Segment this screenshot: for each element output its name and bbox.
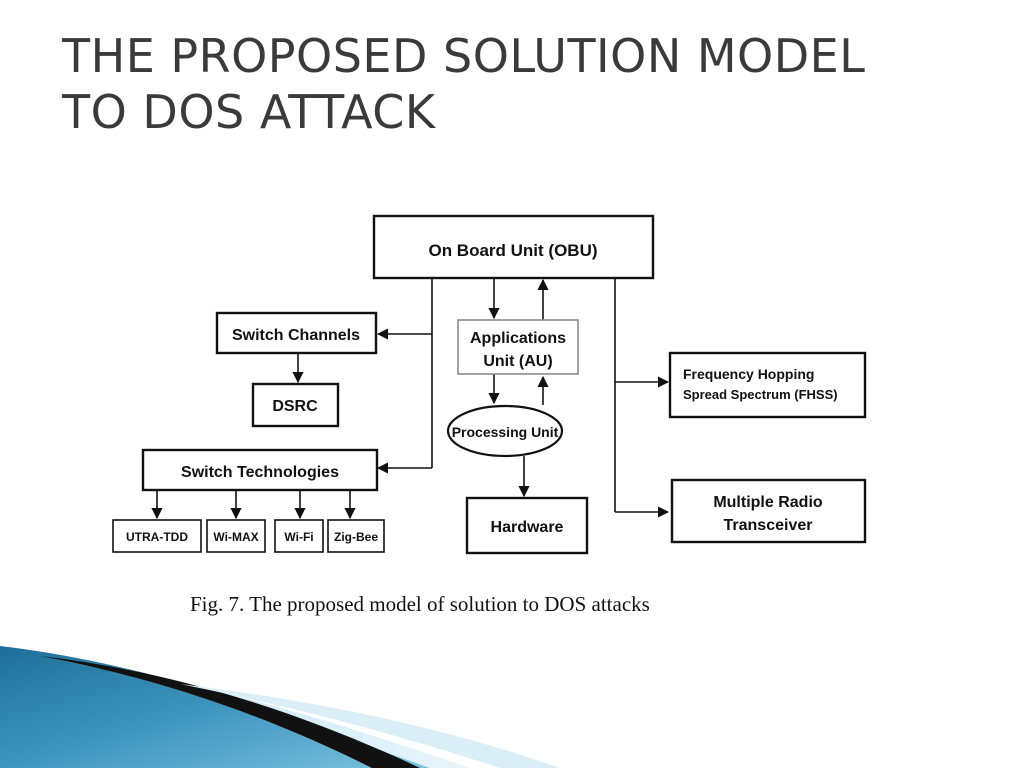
swoosh-light-tail <box>180 684 560 768</box>
au-label-line-2: Unit (AU) <box>483 353 552 370</box>
radio-label-line-1: Multiple Radio <box>713 494 823 511</box>
slide-title-line-2: TO DOS ATTACK <box>62 85 436 139</box>
au-node: Applications Unit (AU) <box>457 319 579 375</box>
hardware-label: Hardware <box>491 519 564 536</box>
utra-tdd-box <box>112 519 202 553</box>
au-label-line-1: Applications <box>470 330 566 347</box>
utra-tdd-label: UTRA-TDD <box>126 530 188 544</box>
diagram-connectors <box>151 278 670 520</box>
swoosh-dark-stripe <box>40 656 420 768</box>
dsrc-node: DSRC <box>251 382 340 428</box>
fhss-node: Frequency Hopping Spread Spectrum (FHSS) <box>668 351 867 419</box>
figure-caption: Fig. 7. The proposed model of solution t… <box>190 592 650 616</box>
radio-node: Multiple Radio Transceiver <box>670 478 867 544</box>
wifi-label: Wi-Fi <box>284 530 313 544</box>
switch-channels-node: Switch Channels <box>215 311 378 355</box>
obu-node: On Board Unit (OBU) <box>372 214 655 280</box>
zigbee-box <box>327 519 385 553</box>
hardware-node: Hardware <box>465 496 589 555</box>
slide-title: THE PROPOSED SOLUTION MODEL TO DOS ATTAC… <box>62 28 962 140</box>
switch-channels-label: Switch Channels <box>232 327 360 344</box>
obu-label: On Board Unit (OBU) <box>428 241 597 260</box>
radio-label-line-2: Transceiver <box>724 517 813 534</box>
wimax-label: Wi-MAX <box>213 530 258 544</box>
processing-label: Processing Unit <box>452 424 559 440</box>
fhss-label-line-2: Spread Spectrum (FHSS) <box>683 387 838 402</box>
switch-technologies-label: Switch Technologies <box>181 464 339 481</box>
fhss-label-line-1: Frequency Hopping <box>683 366 814 382</box>
slide-title-line-1: THE PROPOSED SOLUTION MODEL <box>62 29 866 83</box>
decorative-swoosh <box>0 646 560 768</box>
tech-items: UTRA-TDD Wi-MAX Wi-Fi Zig-Bee <box>112 519 385 553</box>
zigbee-label: Zig-Bee <box>334 530 378 544</box>
dsrc-label: DSRC <box>272 398 318 415</box>
wifi-box <box>274 519 324 553</box>
switch-technologies-node: Switch Technologies <box>141 448 379 492</box>
wimax-box <box>206 519 266 553</box>
processing-node: Processing Unit <box>446 404 564 458</box>
swoosh-light-shape <box>60 660 470 768</box>
